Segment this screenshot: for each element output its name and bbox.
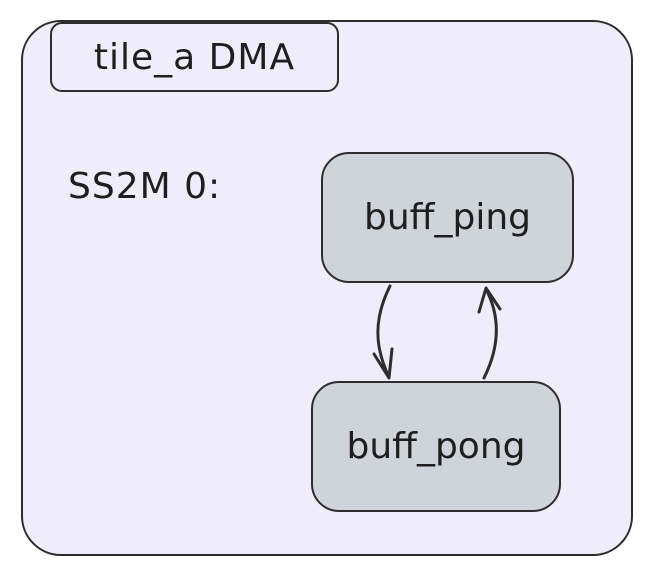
node-buff-pong-label: buff_pong [346,426,526,467]
title-box: tile_a DMA [50,22,339,92]
port-label: SS2M 0: [68,166,222,207]
node-buff-ping-label: buff_ping [364,197,531,238]
node-buff-pong: buff_pong [311,381,561,512]
diagram-title: tile_a DMA [93,36,296,78]
node-buff-ping: buff_ping [321,152,574,283]
